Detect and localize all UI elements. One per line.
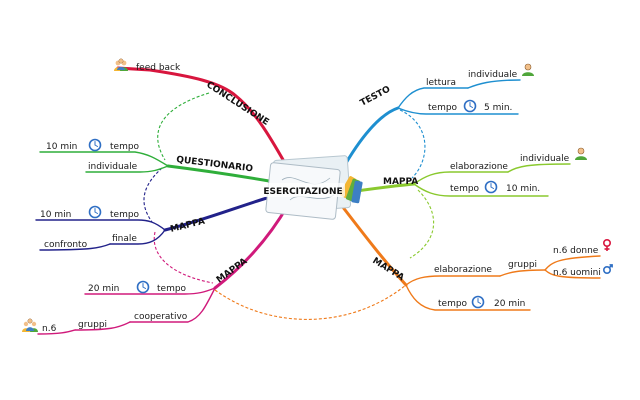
mappa-left-finale: finale [112,234,137,244]
branch-testo [340,106,400,172]
mappa-bottom-uomini: n.6 uomini [553,268,601,278]
mappa-right-time: 10 min. [506,184,540,194]
male-symbol-icon [602,264,613,275]
center-node[interactable]: ESERCITAZIONE [261,155,363,220]
branch-mappa-right-group[interactable]: MAPPA elaborazione individuale tempo 10 … [383,147,587,194]
sub-line-individuale-right [507,163,571,173]
sub-line-tempo-left [35,219,166,231]
clock-icon [88,205,102,219]
sub-line-tempo-questionario [39,151,169,167]
mappa-right-title: MAPPA [383,177,418,187]
sub-line-cooperativo [129,287,216,323]
sub-line-tempo-right [413,183,549,197]
testo-lettura: lettura [426,78,456,88]
branch-mappa-lower-left [213,203,290,290]
testo-time: 5 min. [484,103,512,113]
dashed-link-mappa-lower-mappa-bottom [214,284,407,320]
questionario-tempo: tempo [110,142,140,152]
mappa-left-confronto: confronto [44,240,88,250]
testo-tempo: tempo [428,103,458,113]
mappa-lower-n6: n.6 [42,324,57,334]
branch-questionario-group[interactable]: QUESTIONARIO 10 min tempo individuale [46,138,254,175]
main-branches [116,66,416,290]
sub-line-donne [544,255,601,271]
mappa-bottom-title: MAPPA [370,256,405,283]
sub-branches [35,67,601,335]
sub-line-finale [109,229,166,245]
branch-mappa-bottom [340,204,408,287]
sub-line-lettura [397,87,469,109]
mappa-left-title: MAPPA [169,217,206,235]
mappa-lower-gruppi: gruppi [78,320,107,330]
sub-line-tempo-bottom [405,284,531,311]
person-icon [522,63,534,76]
center-label-backdrop [261,183,345,197]
dashed-link-conclusione-questionario [157,92,210,161]
person-icon [575,147,587,160]
mappa-left-tempo: tempo [110,210,140,220]
branch-conclusione [116,66,292,174]
mappa-lower-tempo: tempo [157,284,187,294]
sub-line-uomini [544,269,601,279]
branch-questionario [166,164,277,184]
mappa-right-tempo: tempo [450,184,480,194]
clock-icon [136,280,150,294]
mappa-lower-title: MAPPA [215,257,249,286]
mappa-lower-time: 20 min [88,284,119,294]
mappa-bottom-time: 20 min [494,299,525,309]
clock-icon [88,138,102,152]
sub-line-gruppi-bottom [499,269,546,277]
dashed-link-questionario-mappa-left [143,167,163,223]
mappa-right-elaborazione: elaborazione [450,162,508,172]
questionario-individuale: individuale [88,162,138,172]
mappa-right-individuale: individuale [520,154,570,164]
group-icon [114,58,128,71]
testo-individuale: individuale [468,70,518,80]
mappa-left-time: 10 min [40,210,71,220]
branch-mappa-left-group[interactable]: MAPPA 10 min tempo finale confronto [40,205,206,251]
mappa-lower-cooperativo: cooperativo [134,312,188,322]
dashed-link-mappa-right-mappa-bottom [409,189,435,259]
conclusione-title: CONCLUSIONE [204,80,270,128]
sub-line-n6-lower [37,329,76,335]
dashed-link-mappa-left-mappa-lower [153,231,214,284]
sub-line-tempo-lower [84,287,216,295]
female-symbol-icon [602,238,612,251]
clock-icon [471,295,485,309]
mappa-bottom-elaborazione: elaborazione [434,265,492,275]
sub-line-individuale-testo [467,79,521,89]
sub-line-tempo-testo [397,107,519,115]
testo-title: TESTO [359,84,393,108]
dashed-link-testo-mappa-right [399,109,426,179]
clock-icon [484,180,498,194]
clock-icon [463,99,477,113]
center-label: ESERCITAZIONE [263,187,342,197]
sub-line-elaborazione-right [413,171,509,185]
sub-line-gruppi-lower [74,321,131,331]
sub-line-confronto [39,243,111,251]
branch-conclusione-group[interactable]: CONCLUSIONE feed back [114,58,270,128]
group-icon [22,318,38,332]
mappa-bottom-tempo: tempo [438,299,468,309]
mappa-bottom-donne: n.6 donne [553,246,599,256]
branch-mappa-bottom-group[interactable]: MAPPA elaborazione gruppi n.6 donne n.6 … [370,238,613,309]
questionario-time: 10 min [46,142,77,152]
conclusione-feedback: feed back [136,63,181,73]
sub-line-individuale-questionario [85,165,169,173]
sub-line-elaborazione-bottom [405,275,501,286]
mappa-bottom-gruppi: gruppi [508,260,537,270]
dashed-links [143,92,435,320]
